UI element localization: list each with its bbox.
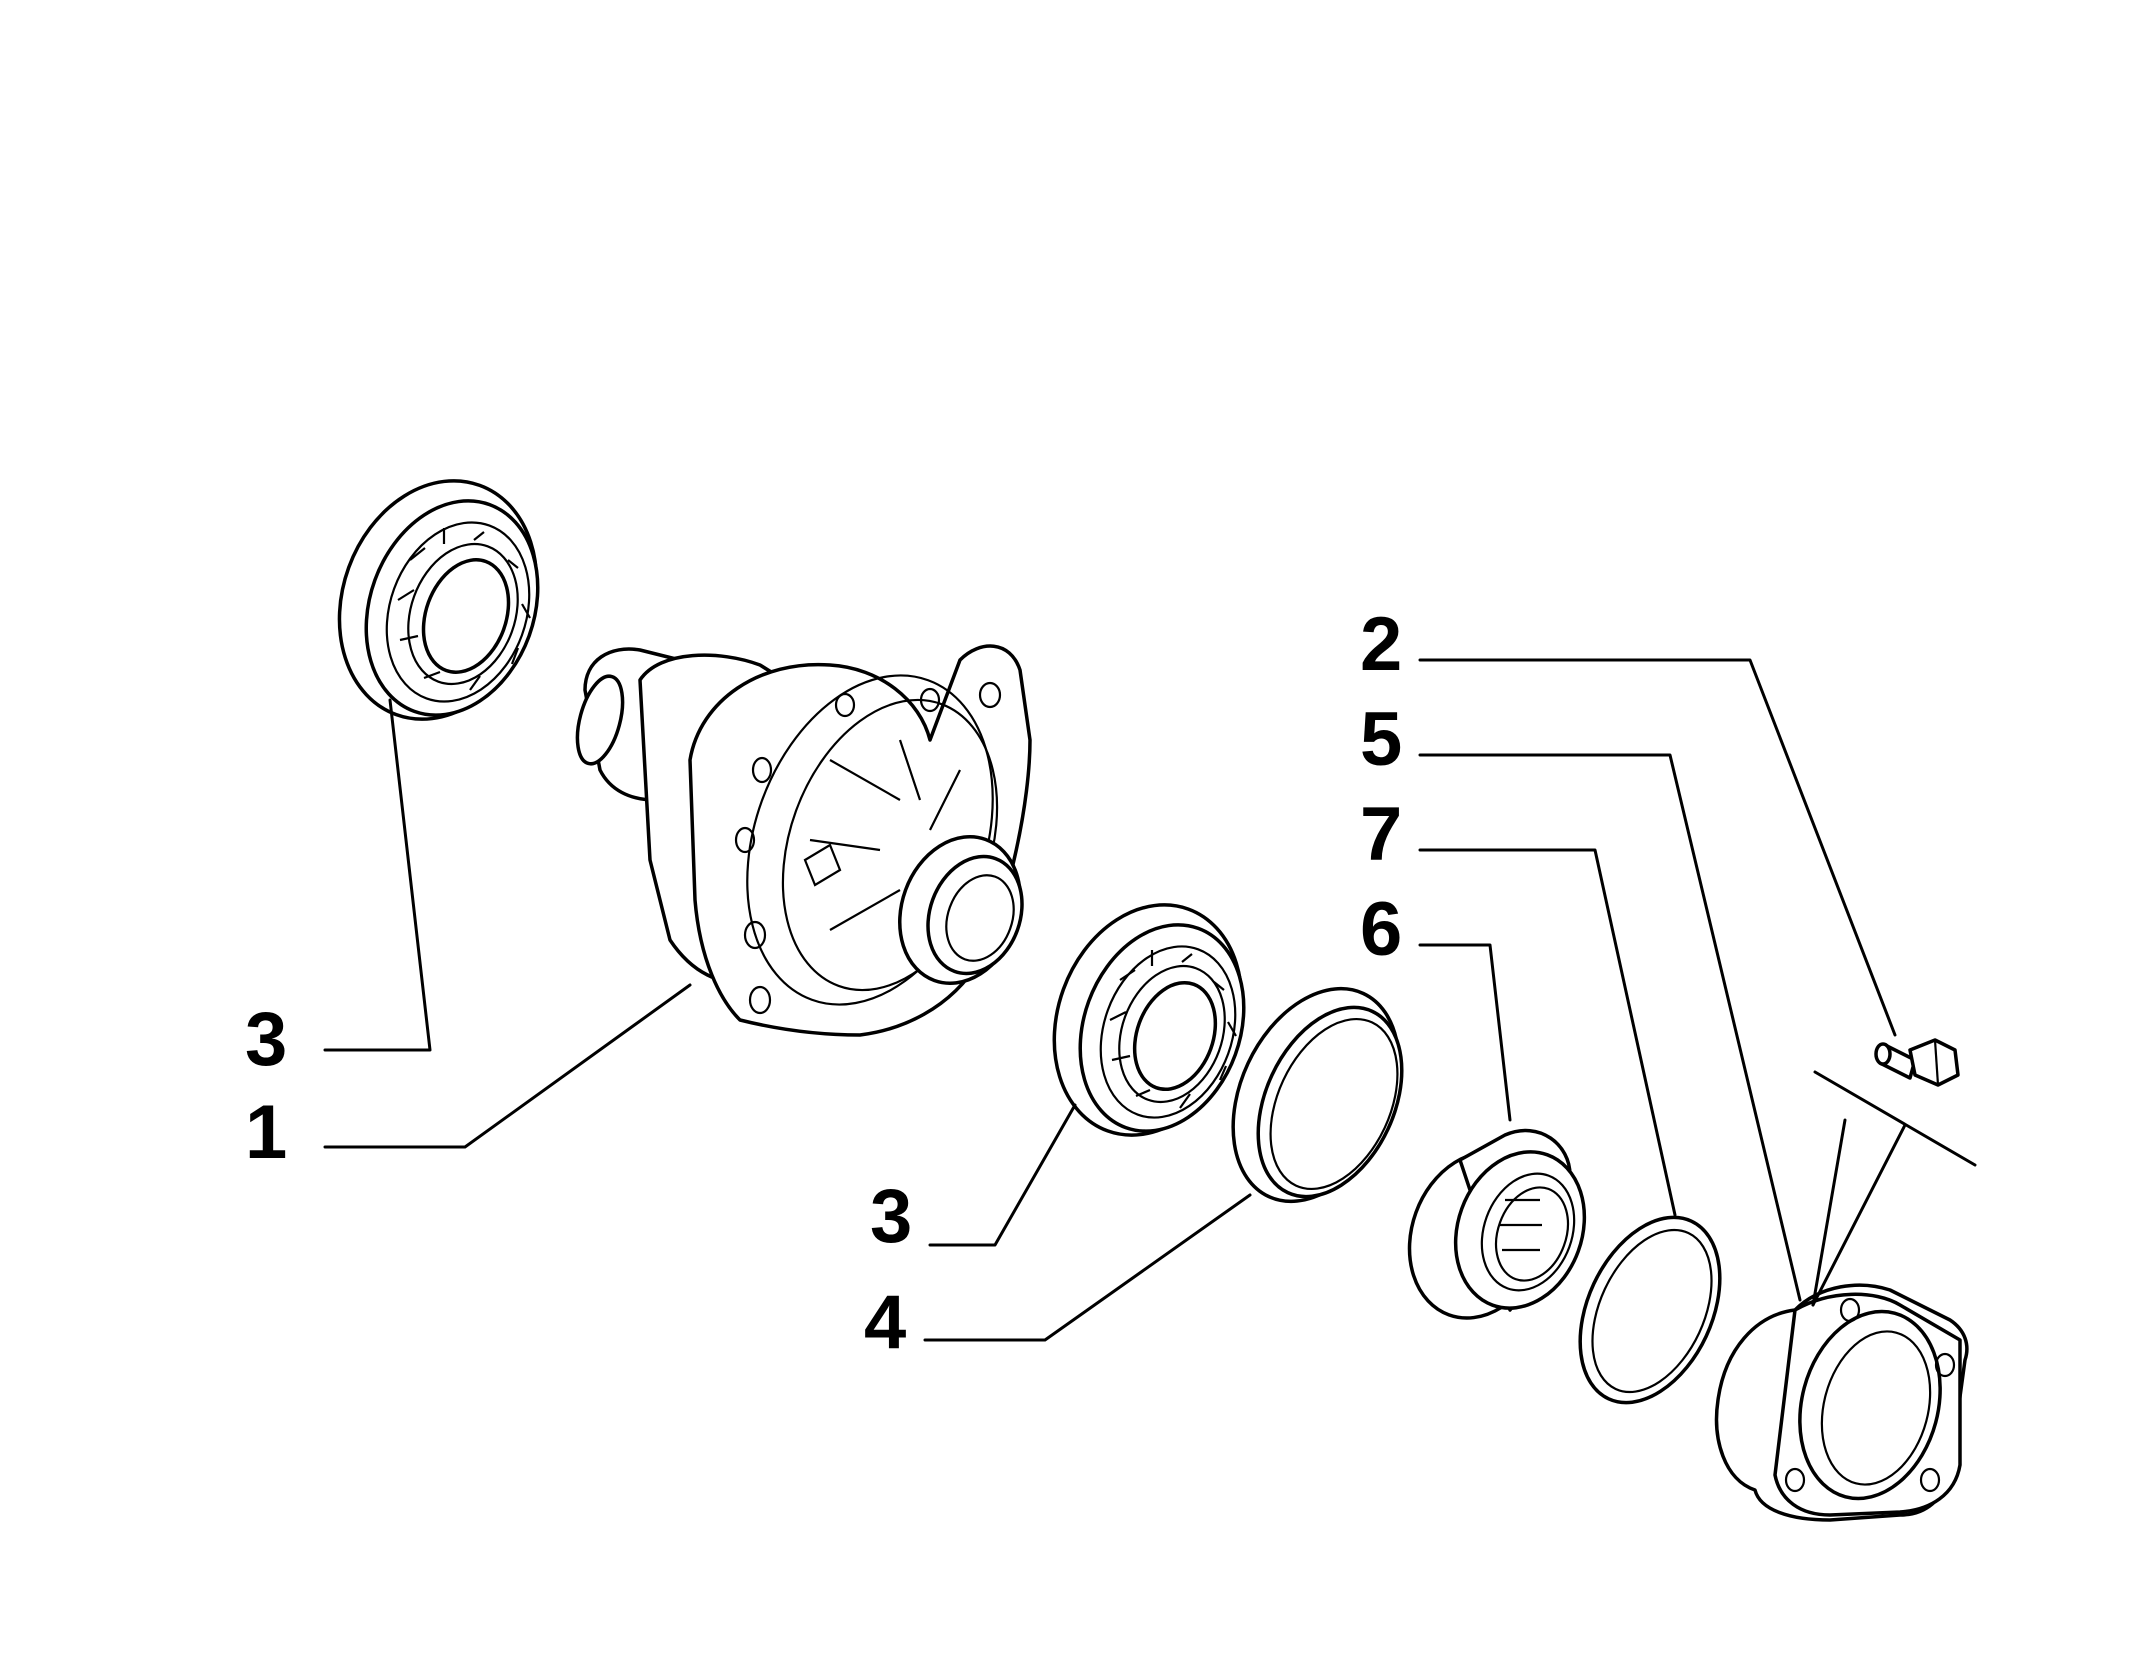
leader-3a	[323, 698, 432, 1052]
callout-3-upper: 3	[245, 997, 287, 1082]
leader-3b	[928, 1103, 1077, 1247]
leader-1	[323, 983, 692, 1149]
leader-2	[1418, 658, 1897, 1037]
leader-5	[1418, 753, 1802, 1302]
callout-2: 2	[1360, 602, 1402, 687]
leader-7	[1418, 848, 1677, 1217]
flange-plate	[1714, 1283, 1969, 1522]
callout-4: 4	[864, 1280, 906, 1365]
callout-labels: 3 1 3 4 2 5 7 6	[245, 602, 1402, 1365]
o-ring	[1578, 1215, 1722, 1405]
callout-1: 1	[245, 1090, 287, 1175]
leader-flange-a	[1811, 1118, 1847, 1307]
bushing	[1407, 1128, 1587, 1320]
callout-5: 5	[1360, 697, 1402, 782]
callout-7: 7	[1360, 792, 1402, 877]
seal-ring	[1231, 986, 1404, 1204]
callout-3-middle: 3	[870, 1174, 912, 1259]
differential-housing	[575, 644, 1032, 1037]
leader-4	[923, 1193, 1252, 1342]
leader-6	[1418, 943, 1512, 1122]
bolt-axis-line	[1813, 1070, 1977, 1167]
bearing-middle	[1052, 903, 1246, 1137]
callout-6: 6	[1360, 887, 1402, 972]
bearing-upper-left	[337, 479, 540, 721]
leader-flange-b	[1811, 1123, 1907, 1307]
bolt	[1874, 1038, 1960, 1087]
leader-lines	[323, 658, 1907, 1342]
